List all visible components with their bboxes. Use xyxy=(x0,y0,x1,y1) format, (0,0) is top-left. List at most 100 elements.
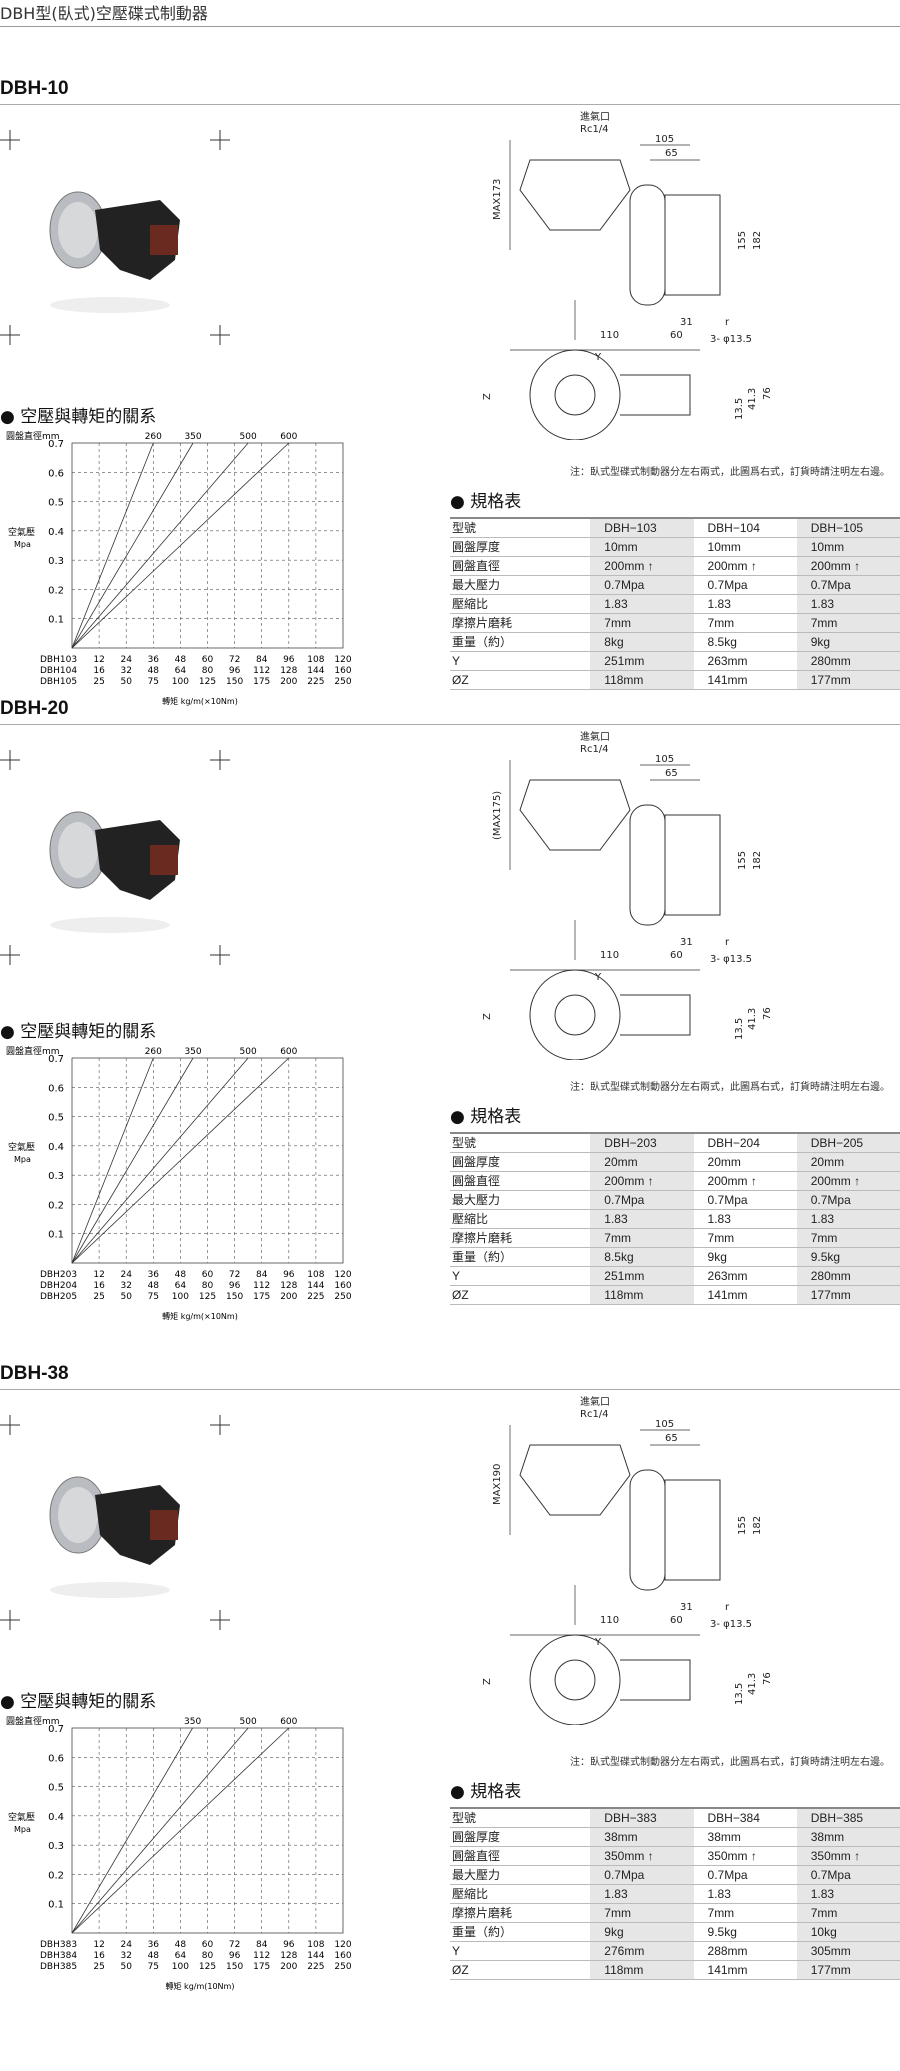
divider xyxy=(0,26,900,27)
brake-pad xyxy=(150,225,178,255)
series-line-500 xyxy=(71,442,249,649)
series-label-600: 600 xyxy=(280,1047,297,1057)
side-body xyxy=(620,994,691,1036)
table-cell: 1.83 xyxy=(796,1209,900,1229)
x-tick-label: 84 xyxy=(256,655,268,665)
brake-pad xyxy=(150,845,178,875)
dim-max: MAX173 xyxy=(492,179,503,220)
x-row-name: DBH104 xyxy=(40,666,77,676)
row-label: 摩擦片磨耗 xyxy=(450,1903,591,1923)
y-axis-unit: Mpa xyxy=(14,540,31,549)
table-cell: 350mm ↑ xyxy=(693,1846,797,1866)
dim-31: 31 xyxy=(680,1602,693,1613)
y-tick-label: 0.5 xyxy=(48,1783,64,1794)
table-cell: 200mm ↑ xyxy=(590,1171,694,1191)
dim-76: 76 xyxy=(762,387,773,400)
product-photo xyxy=(0,1415,230,1630)
inlet-size-label: Rc1/4 xyxy=(580,744,609,755)
shadow xyxy=(50,297,170,313)
table-cell: 118mm xyxy=(590,1960,694,1980)
diameter-label: 圓盤直徑mm xyxy=(6,1715,60,1727)
dim-60: 60 xyxy=(670,950,683,961)
series-label-260: 260 xyxy=(145,432,162,442)
series-label-350: 350 xyxy=(184,1047,201,1057)
x-tick-label: 120 xyxy=(334,655,351,665)
table-cell: DBH−103 xyxy=(590,517,694,538)
x-tick-label: 24 xyxy=(120,655,132,665)
x-tick-label: 75 xyxy=(148,1292,159,1302)
x-row-name: DBH105 xyxy=(40,677,77,687)
x-axis-label: 轉矩 kg/m(10Nm) xyxy=(166,1981,235,1991)
x-tick-label: 125 xyxy=(199,677,216,687)
dim-31: 31 xyxy=(680,317,693,328)
x-tick-label: 100 xyxy=(172,1962,189,1972)
table-cell: 8.5kg xyxy=(693,632,797,652)
caliper-body xyxy=(95,1485,180,1565)
y-axis-unit: Mpa xyxy=(14,1825,31,1834)
dim-182: 182 xyxy=(752,1516,763,1535)
table-cell: 305mm xyxy=(796,1941,900,1961)
dim-155: 155 xyxy=(737,1516,748,1535)
dim-z: Z xyxy=(482,1013,493,1020)
x-tick-label: 150 xyxy=(226,1962,243,1972)
crop-mark xyxy=(0,945,20,965)
x-tick-label: 72 xyxy=(229,1270,240,1280)
x-tick-label: 16 xyxy=(93,1951,105,1961)
x-tick-label: 32 xyxy=(120,666,131,676)
table-cell: 1.83 xyxy=(796,594,900,614)
x-axis-label: 轉矩 kg/m(×10Nm) xyxy=(162,1311,238,1321)
pad-outline xyxy=(664,1479,721,1581)
y-axis-label: 空氣壓 xyxy=(8,1811,35,1823)
table-cell: 251mm xyxy=(590,1266,694,1286)
y-tick-label: 0.2 xyxy=(48,1200,64,1211)
x-tick-label: 25 xyxy=(93,1292,104,1302)
table-cell: 0.7Mpa xyxy=(693,575,797,595)
row-label: 型號 xyxy=(450,1132,591,1153)
side-body xyxy=(620,1659,691,1701)
series-line-600 xyxy=(71,442,290,649)
x-tick-label: 120 xyxy=(334,1940,351,1950)
x-tick-label: 48 xyxy=(148,666,160,676)
table-cell: 1.83 xyxy=(590,594,694,614)
series-line-350 xyxy=(71,1057,194,1264)
dim-y: Y xyxy=(594,1637,602,1648)
row-label: 壓縮比 xyxy=(450,594,591,614)
x-tick-label: 80 xyxy=(202,1951,214,1961)
y-tick-label: 0.4 xyxy=(48,527,64,538)
series-label-500: 500 xyxy=(240,1717,257,1727)
table-cell: 263mm xyxy=(693,1266,797,1286)
x-tick-label: 48 xyxy=(148,1281,160,1291)
disc-outline xyxy=(529,349,621,440)
pad-outline xyxy=(664,814,721,916)
series-label-500: 500 xyxy=(240,432,257,442)
table-cell: 20mm xyxy=(590,1152,694,1172)
x-tick-label: 12 xyxy=(93,655,104,665)
dim-max: (MAX175) xyxy=(492,791,503,840)
crop-mark xyxy=(0,130,20,150)
x-tick-label: 72 xyxy=(229,655,240,665)
table-cell: 177mm xyxy=(796,670,900,690)
x-tick-label: 48 xyxy=(175,655,187,665)
x-tick-label: 96 xyxy=(283,1270,295,1280)
x-tick-label: 250 xyxy=(334,1962,351,1972)
x-tick-label: 36 xyxy=(148,1940,160,1950)
table-cell: 9kg xyxy=(693,1247,797,1267)
table-cell: 8kg xyxy=(590,632,694,652)
table-cell: 9.5kg xyxy=(693,1922,797,1942)
dim-y: Y xyxy=(594,352,602,363)
table-cell: 141mm xyxy=(693,1960,797,1980)
table-cell: 276mm xyxy=(590,1941,694,1961)
x-tick-label: 36 xyxy=(148,1270,160,1280)
